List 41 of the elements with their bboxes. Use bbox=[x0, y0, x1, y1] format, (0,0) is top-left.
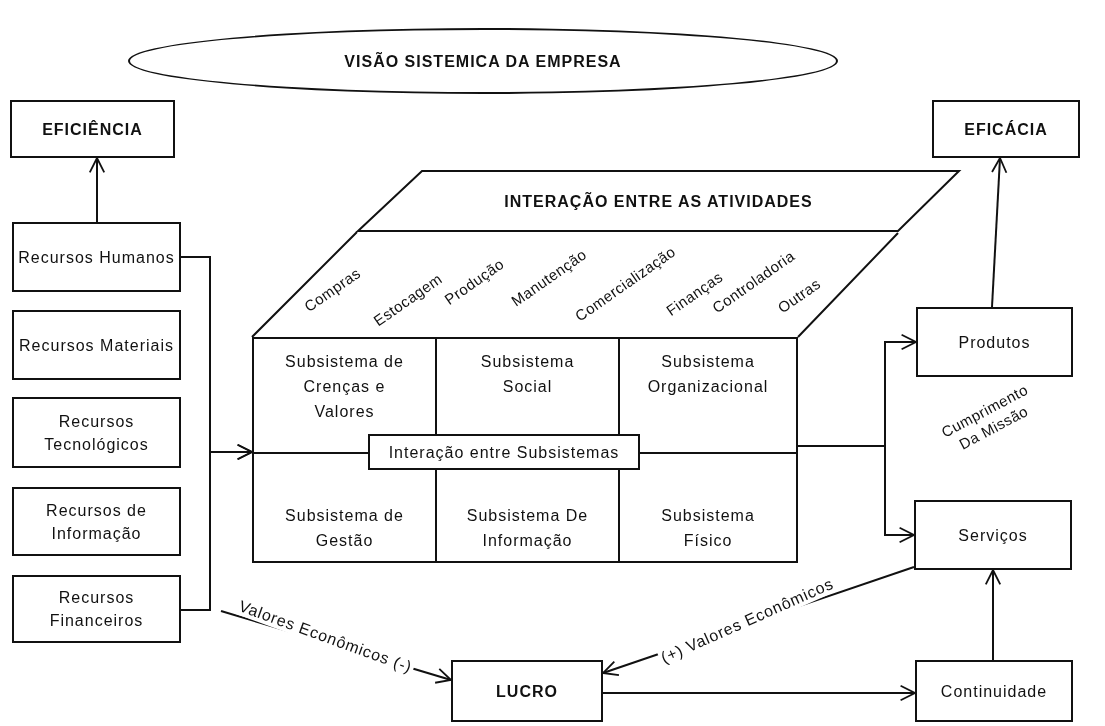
resource-box bbox=[12, 575, 181, 643]
node-text: Interação entre Subsistemas bbox=[388, 442, 620, 463]
node-text: Subsistema de Crenças e Valores bbox=[284, 352, 405, 422]
node-text: Produtos bbox=[958, 332, 1031, 353]
node-text: Continuidade bbox=[940, 681, 1048, 702]
node-text: EFICÁCIA bbox=[964, 119, 1048, 140]
result-box bbox=[451, 660, 603, 722]
arrow bbox=[180, 443, 253, 611]
outcome-box bbox=[10, 100, 175, 158]
node-text: Recursos Financeiros bbox=[48, 588, 145, 631]
output-box bbox=[915, 660, 1073, 722]
arrow bbox=[602, 684, 916, 702]
node-text: EFICIÊNCIA bbox=[42, 119, 143, 140]
arrow bbox=[797, 445, 915, 544]
resource-box bbox=[12, 222, 181, 292]
resource-box bbox=[12, 310, 181, 380]
node-text: Recursos de Informação bbox=[45, 500, 148, 544]
resource-box bbox=[12, 397, 181, 468]
node-text: Subsistema Físico bbox=[660, 506, 756, 551]
outcome-box bbox=[932, 100, 1080, 158]
resource-box bbox=[12, 487, 181, 556]
node-text: Subsistema Organizacional bbox=[646, 352, 770, 397]
node-text: Subsistema de Gestão bbox=[284, 506, 405, 551]
node-text: VISÃO SISTEMICA DA EMPRESA bbox=[344, 51, 622, 72]
interaction-box bbox=[368, 434, 640, 470]
title-ellipse bbox=[128, 28, 838, 94]
node-text: Subsistema De Informação bbox=[465, 506, 590, 551]
arrow bbox=[991, 157, 1008, 308]
node-text: Recursos Tecnológicos bbox=[43, 411, 150, 455]
arrow bbox=[984, 569, 1002, 661]
arrow bbox=[88, 157, 106, 223]
node-text: INTERAÇÃO ENTRE AS ATIVIDADES bbox=[504, 191, 813, 212]
banner-parallelogram bbox=[357, 170, 960, 232]
node-text: Recursos Materiais bbox=[19, 335, 174, 356]
node-text: Recursos Humanos bbox=[18, 247, 175, 268]
subsystem-grid bbox=[252, 337, 798, 563]
node-text: LUCRO bbox=[496, 681, 558, 702]
output-box bbox=[916, 307, 1073, 377]
output-box bbox=[914, 500, 1072, 570]
node-text: Subsistema Social bbox=[479, 352, 576, 397]
node-text: Serviços bbox=[958, 525, 1028, 546]
